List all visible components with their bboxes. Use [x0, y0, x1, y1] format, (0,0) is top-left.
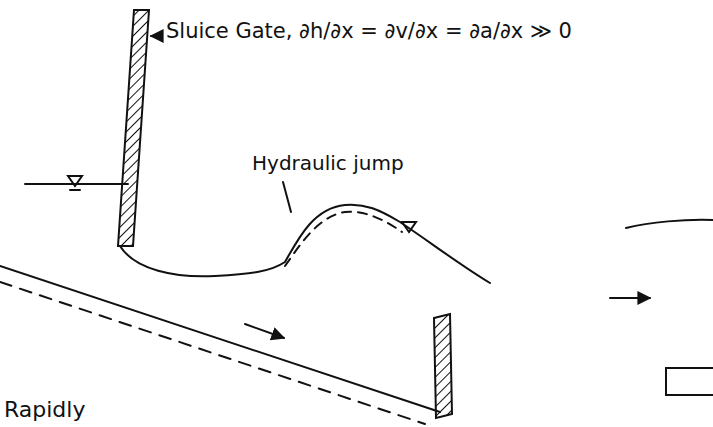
flow-arrow: [610, 297, 650, 299]
obstacle-block: [666, 368, 713, 395]
jump-label: Hydraulic jump: [252, 152, 404, 174]
tail-gate: [434, 314, 452, 418]
section-heading: Rapidly: [4, 398, 85, 422]
bed-hatching: [0, 282, 425, 424]
water-level-symbol: [70, 189, 80, 191]
sluice-gate: [118, 10, 149, 246]
water-level-symbol: [402, 222, 416, 232]
water-level-symbol: [68, 176, 82, 186]
gate-annotation: Sluice Gate, ∂h/∂x = ∂v/∂x = ∂a/∂x ≫ 0: [166, 20, 572, 43]
jump-roller: [285, 212, 402, 266]
flow-arrow: [245, 324, 284, 338]
water-profile: [120, 205, 490, 283]
leader-line: [283, 182, 291, 212]
leader-line: [151, 35, 162, 37]
water-surface: [626, 220, 713, 228]
channel-bed: [0, 266, 440, 412]
